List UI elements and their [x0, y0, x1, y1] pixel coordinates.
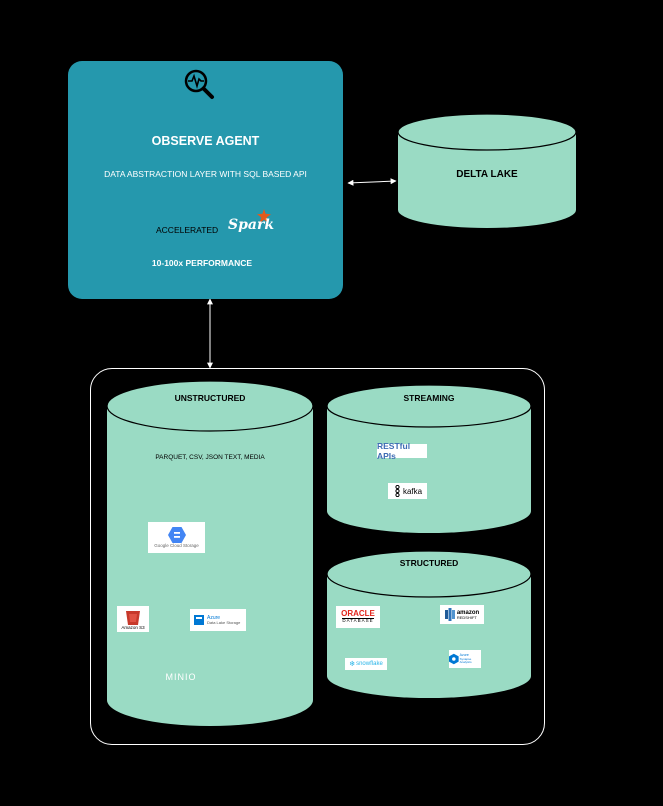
azure-data-lake-storage-logo: Azure Data Lake Storage [190, 609, 246, 631]
amazon-redshift-logo: amazon REDSHIFT [440, 605, 484, 624]
performance-label: 10-100x PERFORMANCE [151, 258, 253, 268]
redshift-icon [444, 608, 455, 621]
streaming-cylinder [326, 384, 532, 533]
accelerated-label: ACCELERATED [156, 225, 219, 235]
unstructured-formats: PARQUET, CSV, JSON TEXT, MEDIA [155, 454, 265, 461]
hexagon-icon [167, 527, 186, 543]
agent-title: OBSERVE AGENT [151, 134, 260, 148]
streaming-title: STREAMING [403, 393, 455, 403]
azure-storage-icon [194, 615, 204, 625]
restful-apis-logo: RESTful APIs [377, 441, 427, 461]
delta-lake-label: DELTA LAKE [456, 169, 518, 180]
snowflake-icon: ❄ [349, 661, 356, 668]
kafka-logo: kafka [388, 483, 427, 499]
delta-lake-cylinder [397, 113, 577, 228]
kafka-icon [395, 485, 400, 497]
synapse-icon [449, 653, 459, 665]
unstructured-title: UNSTRUCTURED [174, 393, 246, 403]
observe-agent-box: OBSERVE AGENT DATA ABSTRACTION LAYER WIT… [68, 61, 343, 299]
oracle-database-logo: ORACLE DATABASE [336, 606, 380, 628]
amazon-s3-logo: Amazon S3 [117, 606, 149, 632]
search-pulse-icon [184, 69, 214, 99]
snowflake-logo: ❄ snowflake [345, 658, 387, 670]
google-cloud-storage-logo: Google Cloud Storage [148, 522, 205, 553]
agent-subtitle: DATA ABSTRACTION LAYER WITH SQL BASED AP… [104, 169, 307, 179]
s3-bucket-icon [126, 610, 140, 625]
unstructured-cylinder [106, 380, 314, 726]
agent-delta-lake-arrow [347, 178, 397, 186]
minio-logo: MINIO [165, 672, 197, 682]
spark-logo: Spark [228, 217, 275, 233]
structured-title: STRUCTURED [399, 558, 459, 568]
spark-star-icon [257, 209, 271, 223]
azure-synapse-logo: Azure Synapse Analytics [449, 650, 481, 668]
